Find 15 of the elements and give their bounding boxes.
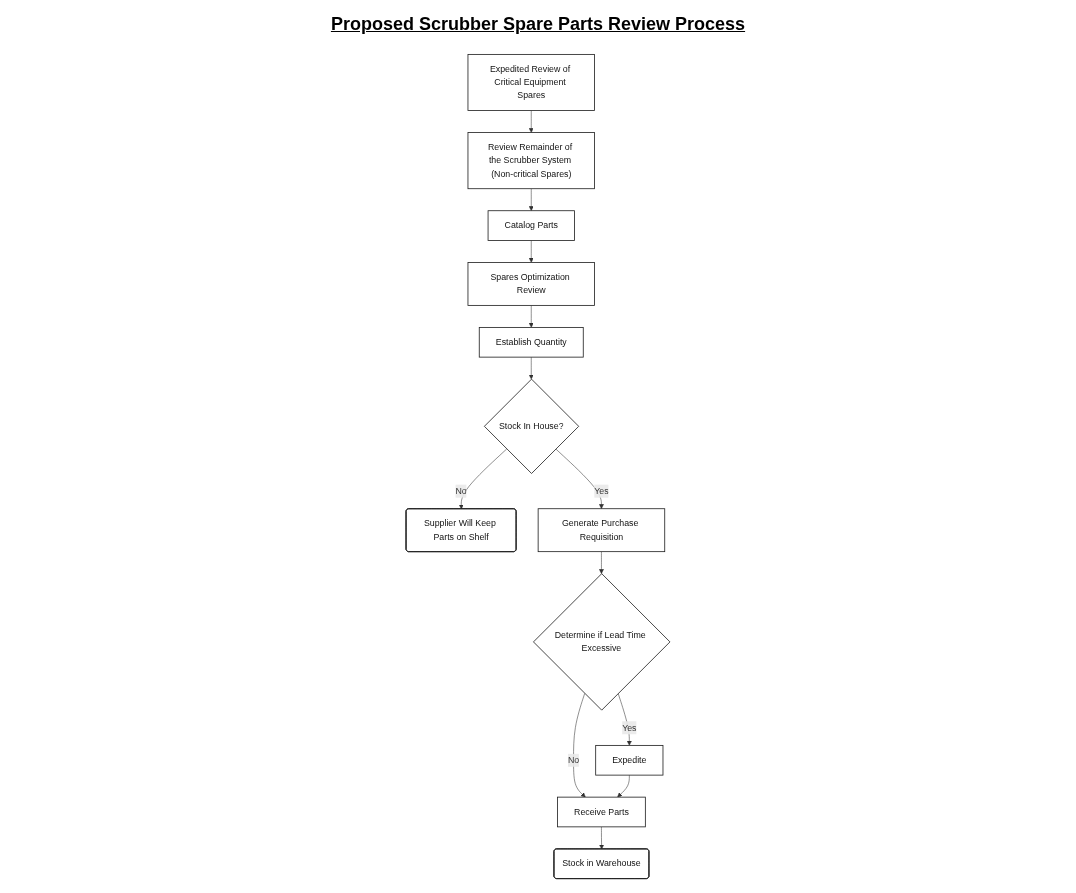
node-box: Expedite <box>595 745 664 776</box>
edge-label: Yes <box>594 486 609 496</box>
node-box: Review Remainder of the Scrubber System (Non-critical Spares) <box>467 132 595 190</box>
node-diamond: Stock In House? <box>483 378 580 474</box>
node-box: Establish Quantity <box>478 327 584 358</box>
node-box: Expedited Review of Critical Equipment Spares <box>467 54 595 111</box>
node-box: Receive Parts <box>557 796 646 828</box>
edge-label: Yes <box>622 722 637 733</box>
diagram-title: Proposed Scrubber Spare Parts Review Process <box>329 14 747 35</box>
node-diamond: Determine if Lead Time Excessive <box>533 573 671 711</box>
node-box: Catalog Parts <box>487 210 575 241</box>
edge-label: No <box>567 755 580 765</box>
node-box: Generate Purchase Requisition <box>537 508 666 553</box>
node-box: Spares Optimization Review <box>467 262 595 306</box>
edge-label: No <box>455 486 467 496</box>
